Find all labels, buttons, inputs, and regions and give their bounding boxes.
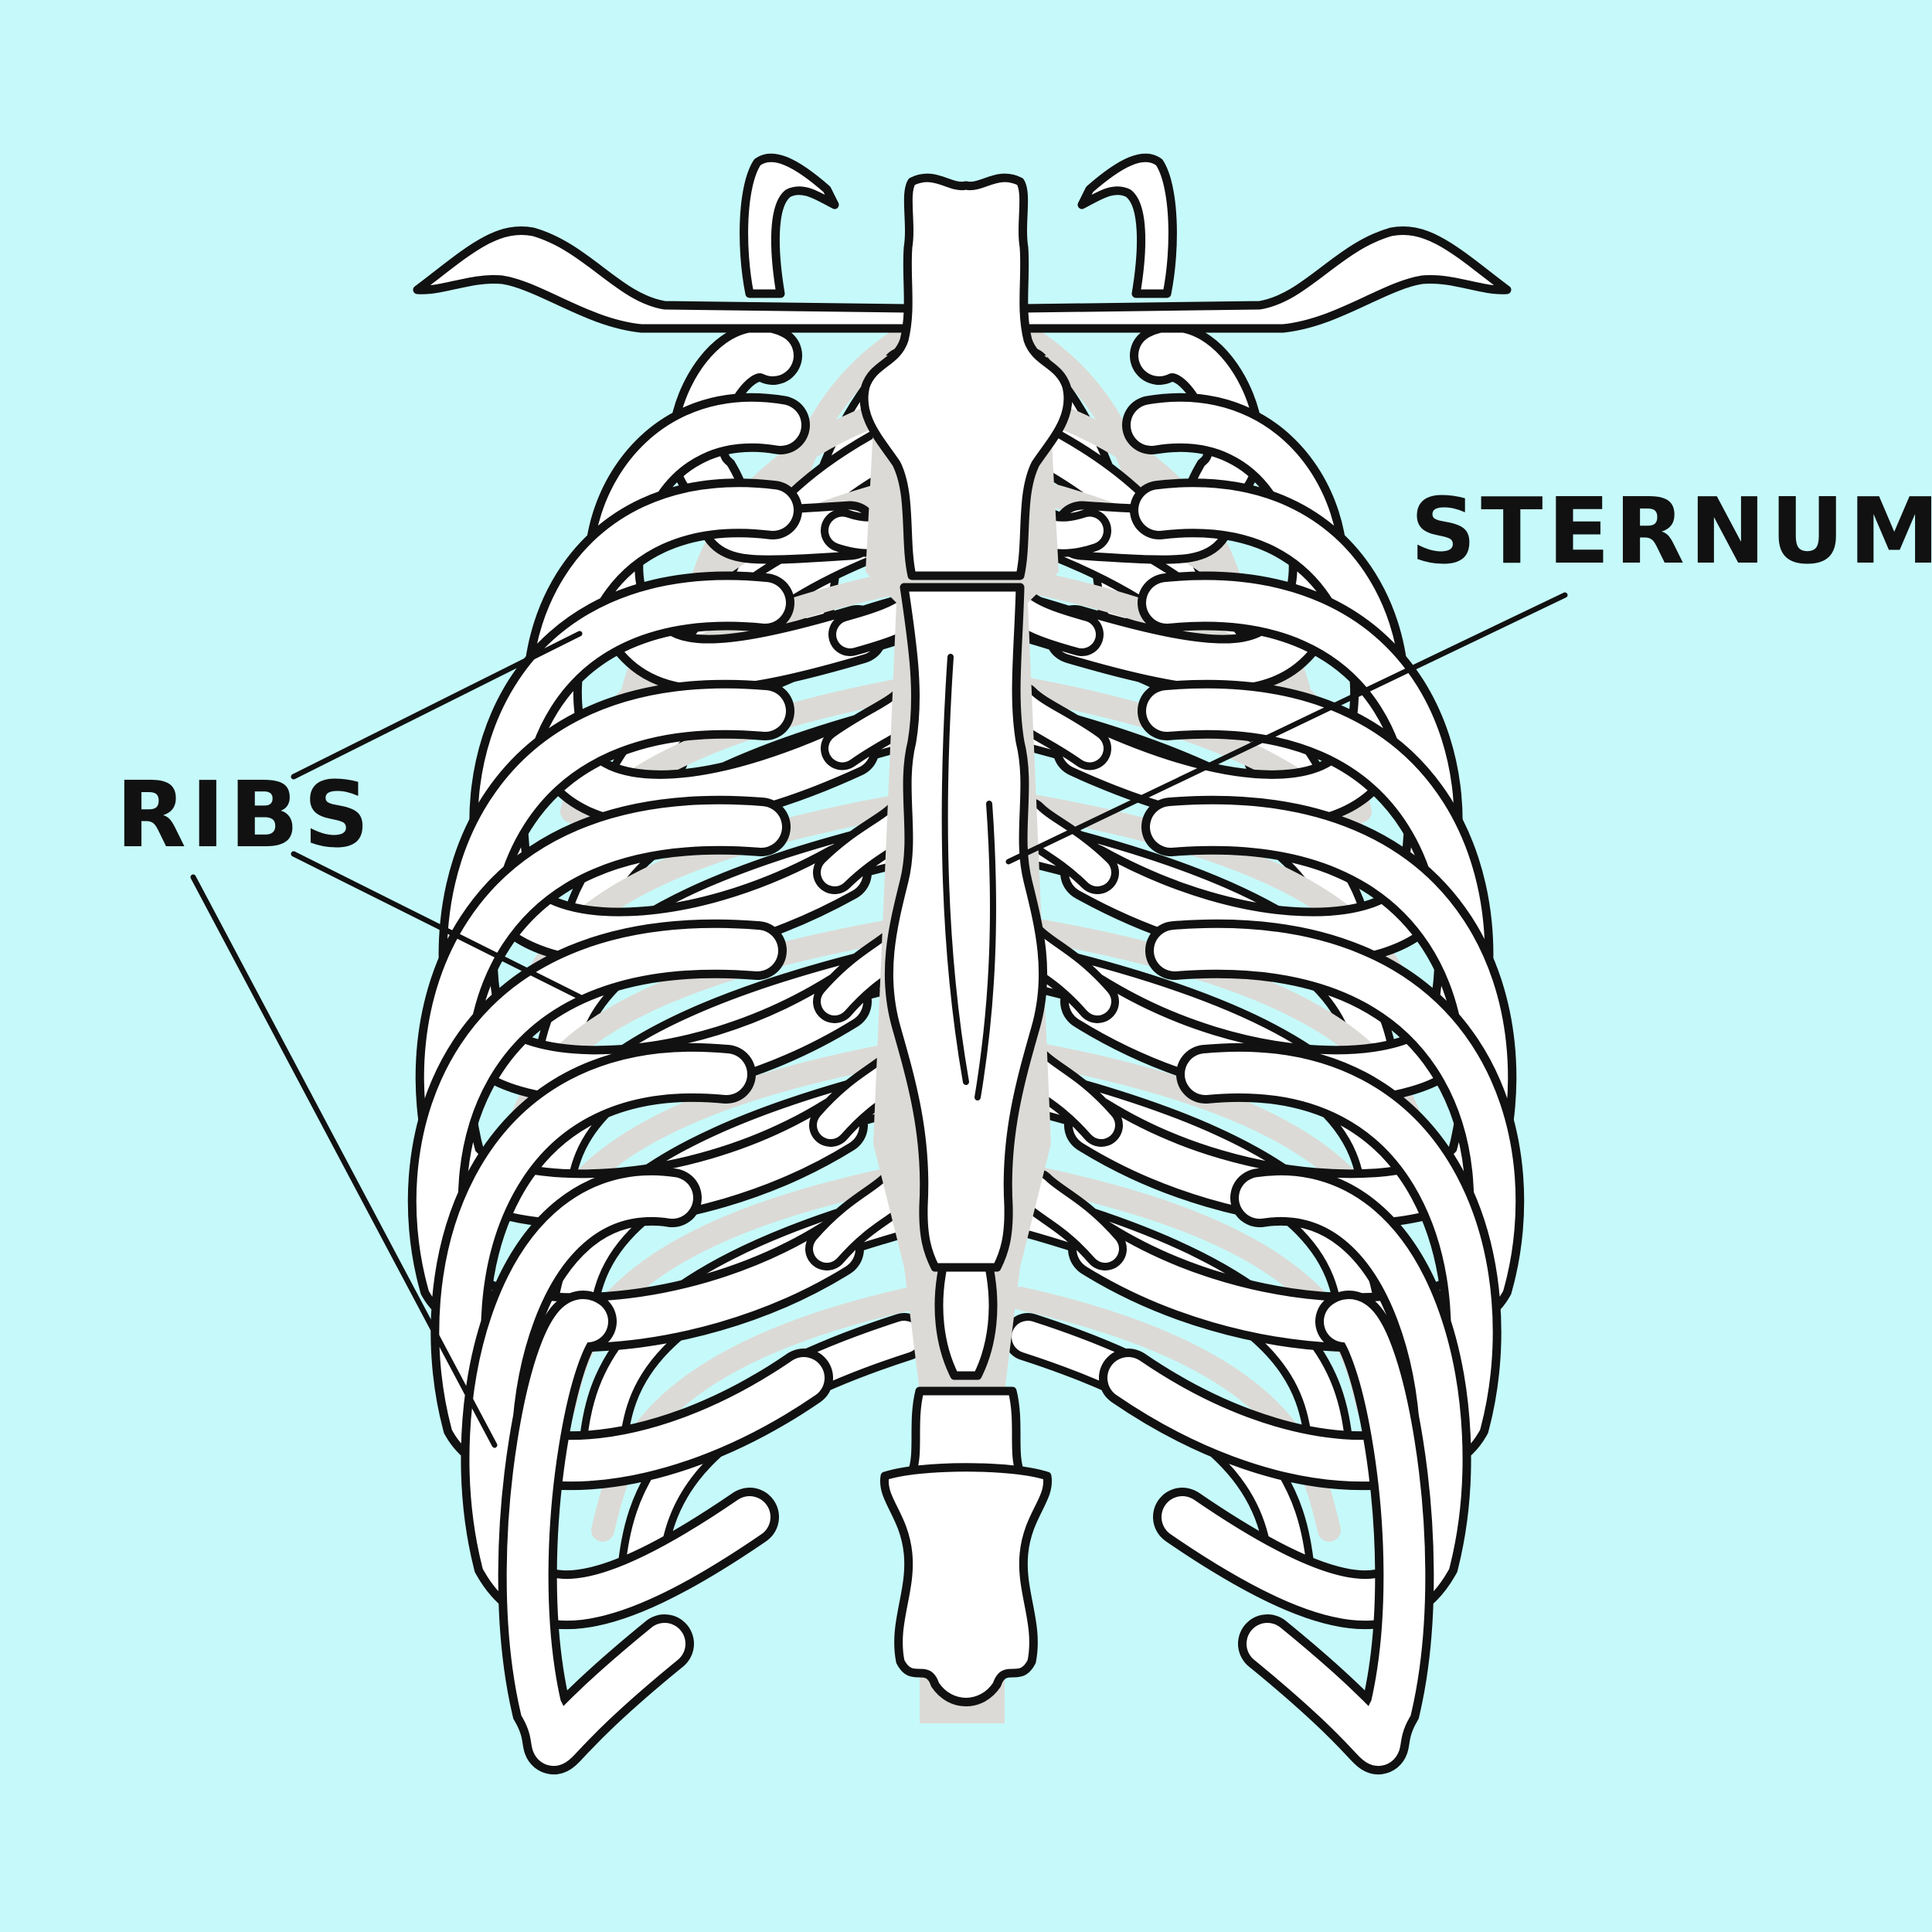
costal-cartilage-fill-right-7: [1022, 1176, 1119, 1263]
sternum-highlight-line-2: [975, 801, 996, 1100]
clavicles: [413, 153, 1512, 333]
anterior-ribs: [407, 323, 1525, 1775]
xiphoid-process: [934, 1263, 998, 1380]
clavicle-right: [961, 226, 1512, 333]
rib-front-fill-left-10: [506, 1299, 685, 1767]
rib-front-fill-right-10: [1247, 1299, 1426, 1767]
labels: STERNUM RIBS: [116, 478, 1932, 868]
rib-front-fill-left-9: [469, 1175, 770, 1621]
sternum-label: STERNUM: [1410, 478, 1932, 584]
leader-lines: [190, 592, 1568, 1448]
sternum: [859, 173, 1073, 1723]
lumbar-vertebra-upper: [907, 1386, 1025, 1477]
rib-front-fill-right-9: [1162, 1175, 1463, 1621]
ribs-leader-middle: [291, 851, 583, 1000]
rib-back-shadow-left-10: [591, 1287, 923, 1542]
clavicle-left: [413, 226, 971, 333]
first-rib-right: [1077, 153, 1177, 298]
sternal-body: [884, 583, 1048, 1272]
rib-back-shadow-right-10: [1009, 1287, 1341, 1542]
ribs-leader-upper: [291, 631, 583, 780]
sternum-leader: [1005, 592, 1568, 865]
sternum-highlight-line: [941, 654, 969, 1085]
manubrium: [859, 173, 1073, 580]
ribs-leader-lower: [190, 874, 498, 1448]
ribs-label: RIBS: [116, 761, 374, 868]
lumbar-vertebra-lower: [879, 1463, 1053, 1706]
first-rib-left: [740, 153, 839, 298]
rib-front-fill-right-8: [1107, 1052, 1493, 1482]
